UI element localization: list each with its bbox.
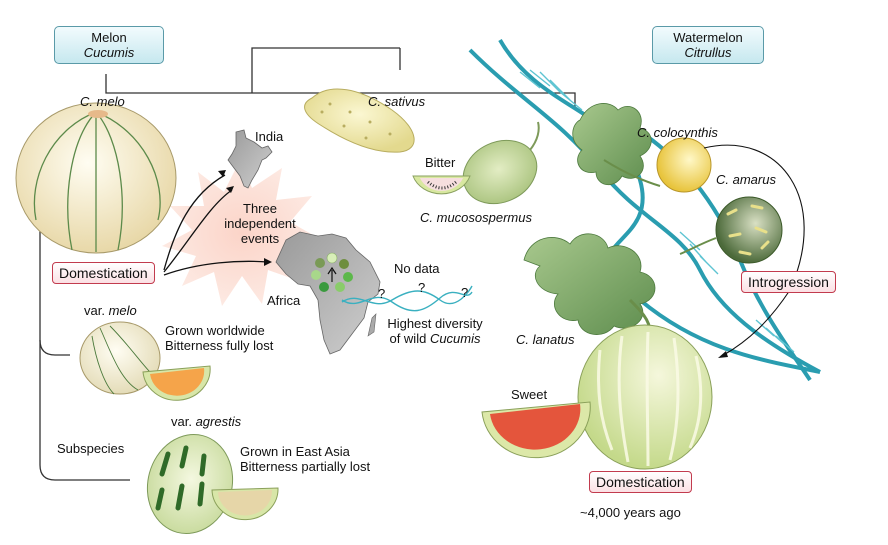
subspecies-bracket-agrestis	[39, 340, 130, 481]
three-events-label: Three independent events	[210, 201, 310, 246]
var-agrestis-name: agrestis	[195, 414, 242, 429]
domestication-arrows	[163, 174, 269, 276]
var-melo-prefix: var.	[84, 303, 109, 318]
var-agrestis-note-1: Grown in East Asia	[240, 444, 350, 459]
var-melo-note-2: Bitterness fully lost	[165, 338, 274, 353]
tree-branch-cucumis	[251, 47, 400, 93]
highest-diversity-label: Highest diversity of wild Cucumis	[370, 316, 500, 346]
three-events-line-1: Three	[243, 201, 277, 216]
var-melo-fruit	[79, 321, 211, 401]
label-c-melo: C. melo	[80, 94, 125, 109]
c-sativus-fruit	[304, 88, 415, 153]
watermelon-age-label: ~4,000 years ago	[580, 505, 681, 520]
c-lanatus-fruit	[577, 324, 713, 470]
melon-header-title: Melon	[91, 30, 127, 45]
label-sweet: Sweet	[511, 387, 548, 402]
var-agrestis-prefix: var.	[171, 414, 196, 429]
watermelon-header: Watermelon Citrullus	[652, 26, 764, 64]
question-mark-2: ?	[418, 280, 426, 295]
c-melo-fruit	[15, 102, 177, 254]
var-melo-name: melo	[108, 303, 137, 318]
diversity-dots	[311, 252, 353, 292]
three-events-line-3: events	[240, 231, 280, 246]
subspecies-bracket-melo	[39, 230, 70, 356]
var-agrestis-fruit	[146, 433, 279, 535]
label-c-mucosospermus: C. mucosospermus	[420, 210, 532, 225]
question-mark-1: ?	[378, 286, 386, 301]
label-bitter: Bitter	[425, 155, 456, 170]
watermelon-header-genus: Citrullus	[684, 45, 732, 60]
introgression-badge: Introgression	[741, 271, 836, 293]
var-melo-notes: Grown worldwide Bitterness fully lost	[165, 323, 273, 353]
var-agrestis-notes: Grown in East Asia Bitterness partially …	[240, 444, 370, 474]
question-mark-3: ?	[461, 285, 469, 300]
label-no-data: No data	[394, 261, 440, 276]
subspecies-label: Subspecies	[57, 441, 125, 456]
leaf-top-icon	[572, 103, 652, 185]
c-amarus-fruit	[679, 196, 783, 264]
africa-map	[275, 231, 381, 355]
c-colocynthis-fruit	[656, 137, 712, 193]
label-c-colocynthis: C. colocynthis	[637, 125, 718, 140]
c-mucosospermus-fruit	[412, 121, 540, 205]
watermelon-header-title: Watermelon	[673, 30, 743, 45]
var-melo-label: var. melo	[84, 303, 137, 318]
var-agrestis-label: var. agrestis	[171, 414, 241, 429]
melon-header-genus: Cucumis	[83, 45, 135, 60]
watermelon-slice	[481, 401, 591, 459]
india-map	[227, 129, 273, 189]
highest-diversity-line-2: of wild Cucumis	[370, 331, 500, 346]
domestication-badge-melon: Domestication	[52, 262, 155, 284]
melon-header: Melon Cucumis	[54, 26, 164, 64]
var-agrestis-note-2: Bitterness partially lost	[240, 459, 371, 474]
var-melo-note-1: Grown worldwide	[165, 323, 265, 338]
small-dna	[341, 285, 473, 312]
highest-diversity-genus: Cucumis	[429, 331, 481, 346]
leaf-bottom-icon	[523, 233, 656, 335]
madagascar-map	[367, 313, 377, 337]
label-c-sativus: C. sativus	[368, 94, 426, 109]
label-c-lanatus: C. lanatus	[516, 332, 575, 347]
highest-diversity-prefix: of wild	[389, 331, 430, 346]
label-india: India	[255, 129, 284, 144]
introgression-arrow	[703, 144, 805, 357]
three-events-line-2: independent	[224, 216, 296, 231]
label-c-amarus: C. amarus	[716, 172, 776, 187]
highest-diversity-line-1: Highest diversity	[387, 316, 483, 331]
label-africa: Africa	[267, 293, 301, 308]
domestication-badge-watermelon: Domestication	[589, 471, 692, 493]
